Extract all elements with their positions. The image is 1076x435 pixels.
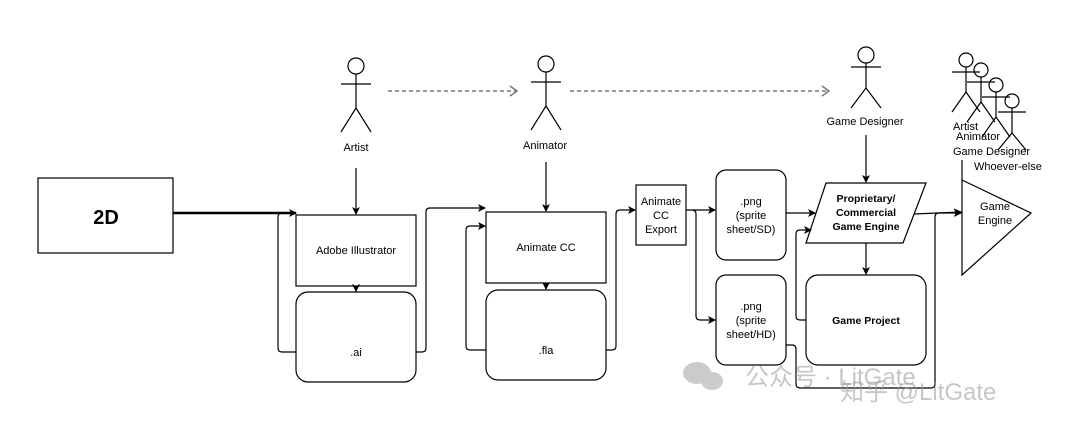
actor-animator: Animator	[523, 55, 567, 152]
node-label: Commercial	[836, 207, 896, 219]
node-label: Game Engine	[832, 221, 899, 233]
node-label: .fla	[539, 345, 555, 357]
actor-artist: Artist	[340, 57, 372, 154]
node-label: Export	[645, 224, 677, 236]
actor-label: Game Designer	[826, 116, 903, 128]
actor-label: Animator	[956, 131, 1000, 143]
node-png-sd: .png (sprite sheet/SD)	[715, 169, 787, 261]
watermark: 公众号 · LitGate 知乎 @LitGate	[683, 362, 996, 406]
node-label: Animate CC	[516, 242, 575, 254]
node-label: sheet/HD)	[726, 329, 776, 341]
actor-label: Whoever-else	[974, 161, 1042, 173]
node-label: Engine	[978, 215, 1012, 227]
actor-label: Game Designer	[953, 146, 1030, 158]
node-ai-file: .ai	[295, 291, 417, 383]
node-game-project: Game Project	[805, 274, 927, 366]
node-png-hd: .png (sprite sheet/HD)	[715, 274, 787, 366]
actor-label: Animator	[523, 140, 567, 152]
stick-figure-icon	[850, 46, 882, 109]
node-label: Adobe Illustrator	[316, 245, 396, 257]
node-label: CC	[653, 210, 669, 222]
node-illustrator: Adobe Illustrator	[295, 214, 417, 287]
stick-figure-icon	[340, 57, 372, 133]
connectors	[173, 135, 963, 389]
node-game-engine: Game Engine	[961, 179, 1033, 277]
node-game-engine-proprietary: Proprietary/ Commercial Game Engine	[805, 182, 927, 244]
node-label: .png	[740, 301, 761, 313]
actor-group: Artist Animator Game Designer Whoever-el…	[951, 52, 1042, 173]
node-label: Game	[980, 201, 1010, 213]
node-label: Proprietary/	[837, 193, 896, 205]
node-fla-file: .fla	[485, 289, 607, 381]
actor-label: Artist	[343, 142, 368, 154]
watermark-zhihu: 知乎 @LitGate	[840, 379, 996, 406]
node-label: (sprite	[736, 315, 767, 327]
node-label: Animate	[641, 196, 681, 208]
node-label: 2D	[93, 207, 119, 229]
stick-figures-icon	[951, 52, 1027, 151]
actor-label: Artist	[953, 121, 978, 133]
stick-figure-icon	[530, 55, 562, 131]
node-label: .ai	[350, 347, 362, 359]
watermark-wechat: 公众号 · LitGate	[745, 364, 916, 391]
node-label: (sprite	[736, 210, 767, 222]
node-label: sheet/SD)	[727, 224, 776, 236]
actor-game-designer: Game Designer	[826, 46, 904, 128]
wechat-icon	[683, 362, 723, 390]
node-label: Game Project	[832, 315, 900, 327]
node-animate-cc: Animate CC	[485, 211, 607, 284]
node-export: Animate CC Export	[635, 184, 687, 246]
node-label: .png	[740, 196, 761, 208]
node-2d: 2D	[37, 177, 174, 254]
